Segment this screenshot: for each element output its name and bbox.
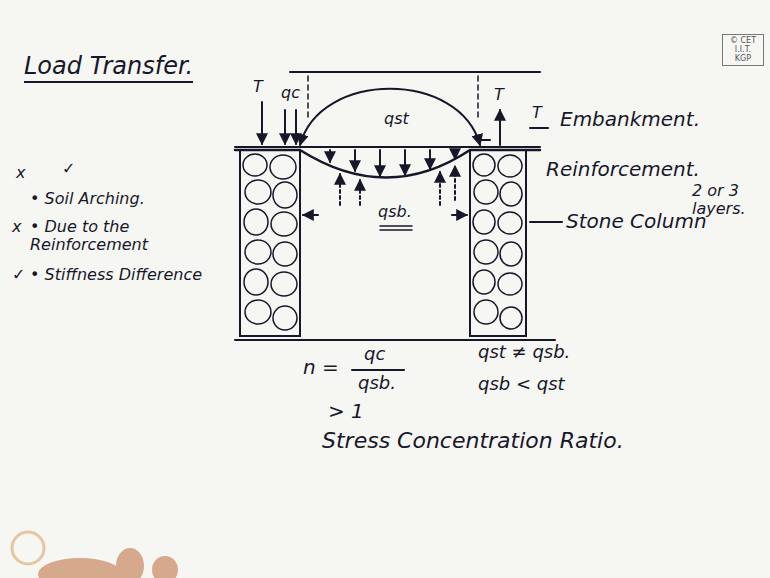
equation: n =: [303, 356, 339, 379]
logo-text: © CET I.I.T. KGP: [730, 36, 756, 63]
stress-label: qst: [384, 110, 409, 128]
equation: qsb.: [358, 373, 396, 394]
equation: qc: [364, 344, 385, 365]
part-label: Stone Column: [566, 210, 707, 233]
mark: x: [16, 164, 25, 182]
force-label: T: [532, 104, 542, 122]
mark: x: [12, 218, 21, 236]
part-label: Embankment.: [560, 108, 700, 131]
stress-label: qsb.: [378, 203, 412, 221]
bullet-note: • Due to the Reinforcement: [30, 218, 180, 255]
mark: ✓: [62, 160, 75, 178]
title: Load Transfer.: [24, 52, 193, 83]
bullet-note: • Soil Arching.: [30, 190, 145, 208]
stress-label: qc: [281, 84, 300, 102]
mark: ✓: [12, 266, 25, 284]
logo-box: © CET I.I.T. KGP: [722, 34, 764, 66]
equation: qsb < qst: [478, 374, 565, 395]
part-label: Reinforcement.: [546, 158, 700, 181]
equation: > 1: [328, 400, 364, 423]
note: Stress Concentration Ratio.: [322, 428, 624, 453]
force-label: T: [494, 86, 504, 104]
force-label: T: [253, 78, 263, 96]
equation: qst ≠ qsb.: [478, 342, 570, 363]
bullet-note: • Stiffness Difference: [30, 266, 202, 284]
